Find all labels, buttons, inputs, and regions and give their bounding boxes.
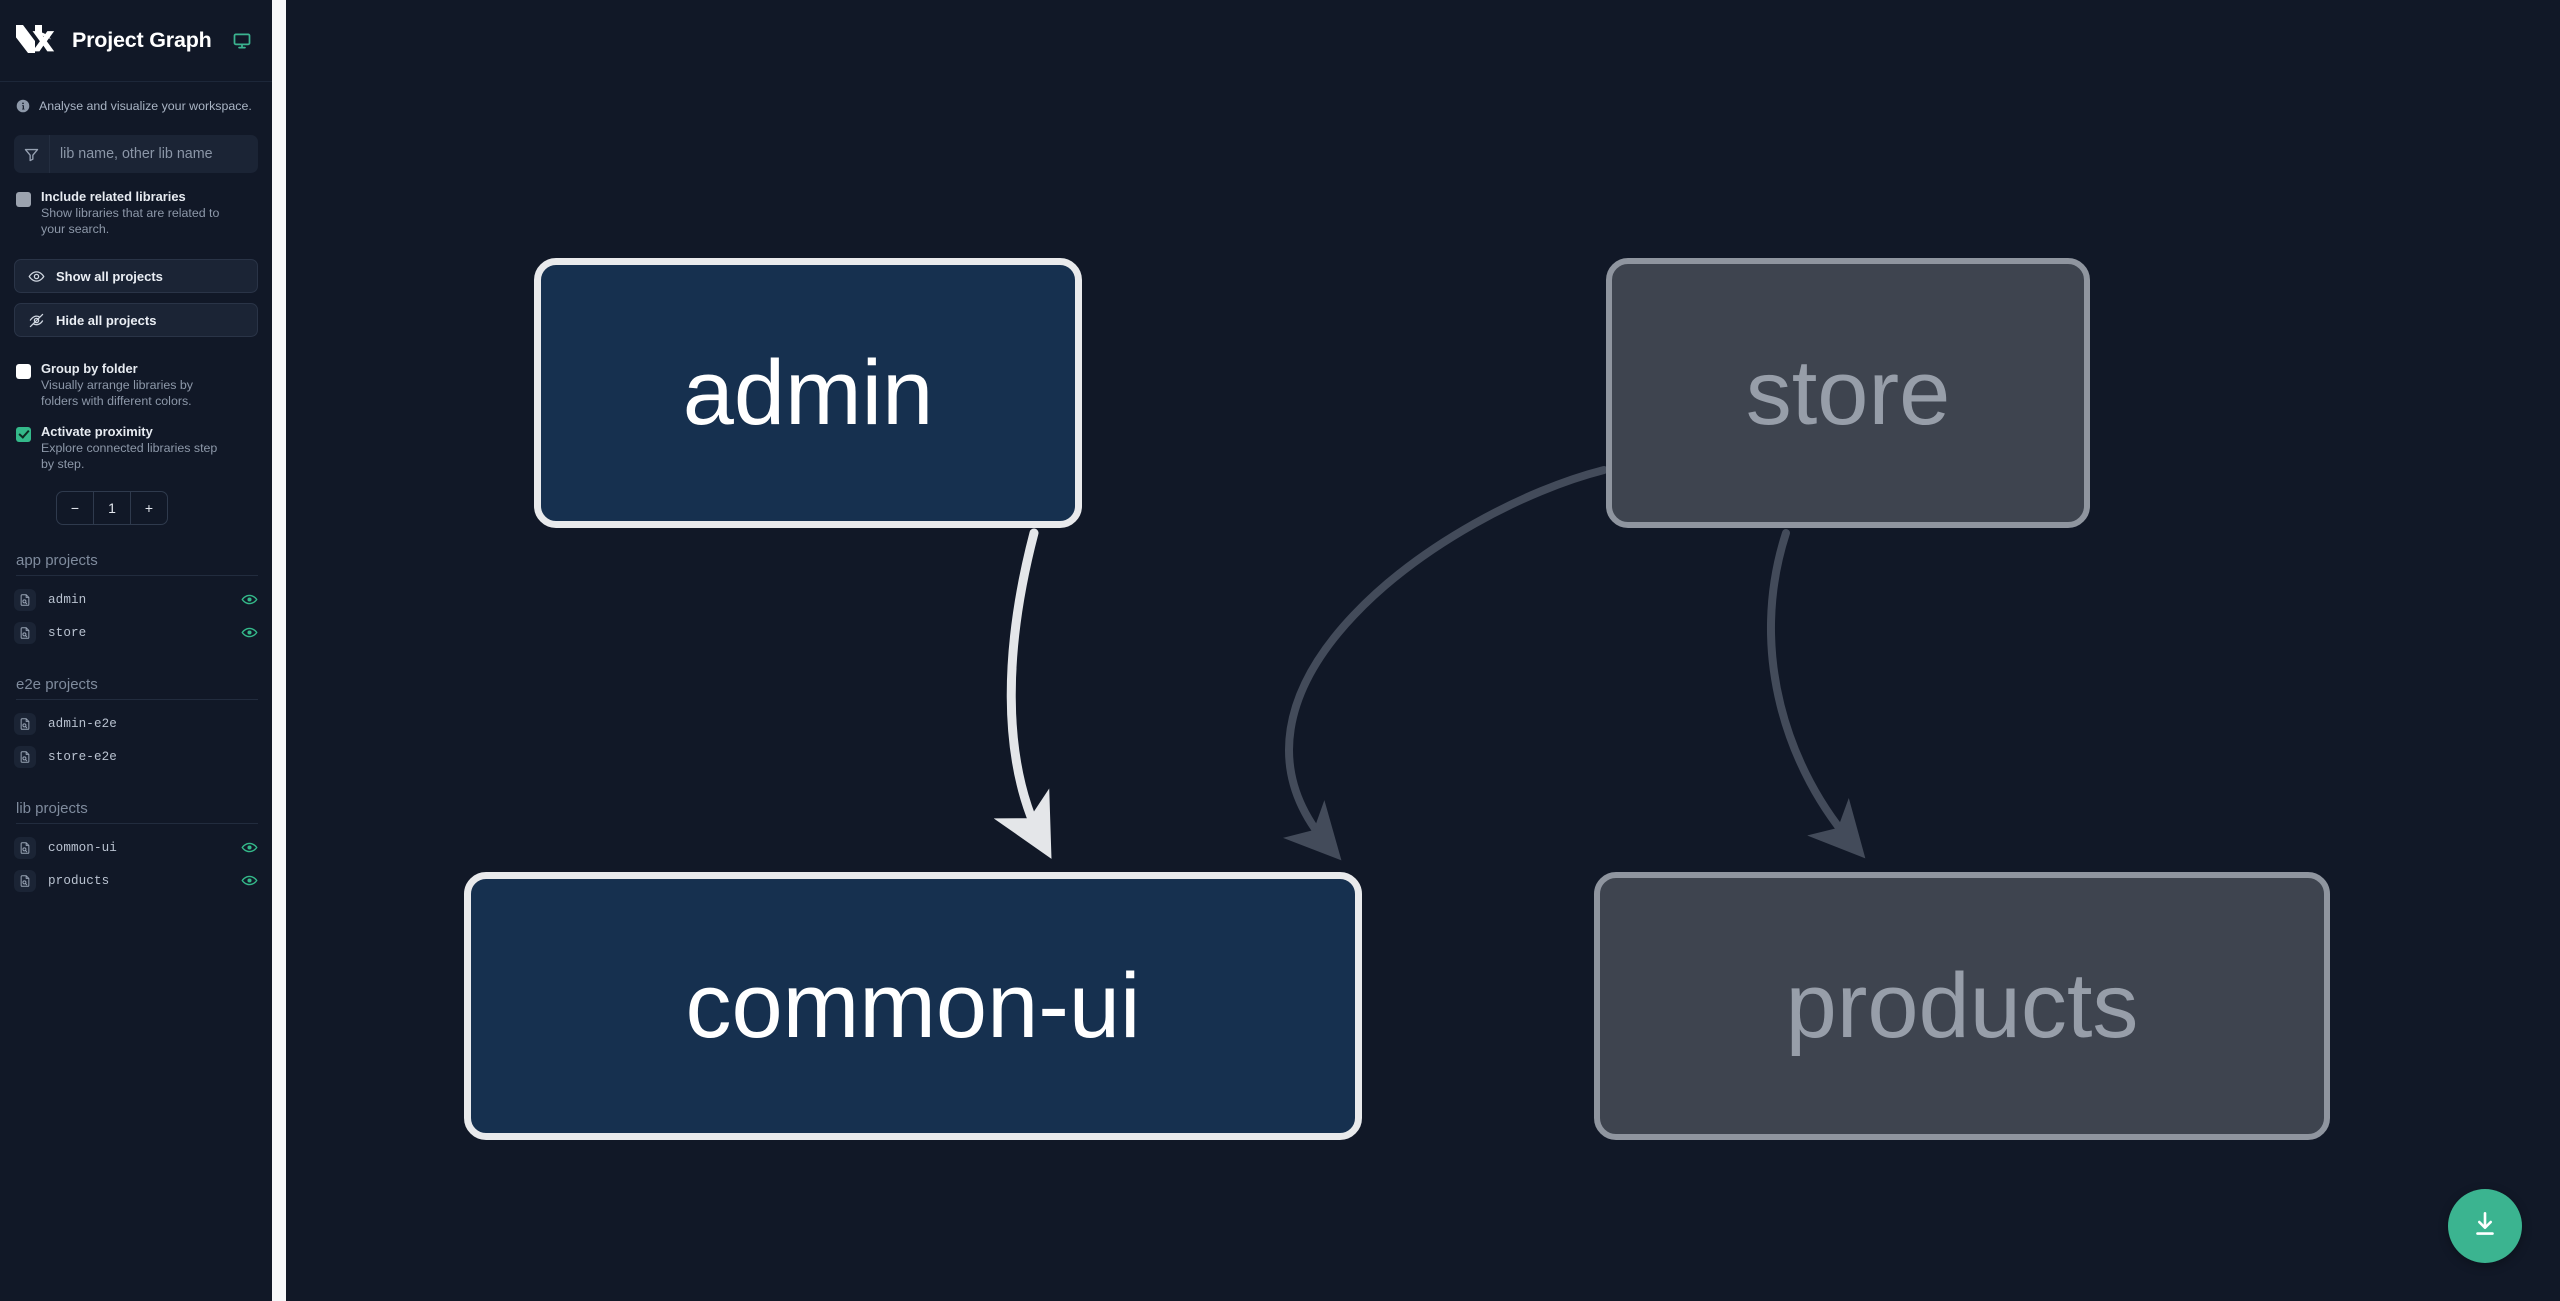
download-icon <box>2470 1209 2500 1244</box>
project-file-icon <box>14 588 36 611</box>
project-list-item[interactable]: admin-e2e <box>0 707 272 740</box>
option-include-related[interactable]: Include related libraries Show libraries… <box>0 189 272 237</box>
search-field[interactable] <box>14 135 258 173</box>
graph-node-products[interactable]: products <box>1594 872 2330 1140</box>
show-all-projects-button[interactable]: Show all projects <box>14 259 258 294</box>
search-input[interactable] <box>50 135 258 173</box>
eye-off-icon <box>28 312 45 329</box>
group-by-folder-checkbox[interactable] <box>16 364 31 380</box>
proximity-stepper[interactable]: − 1 + <box>56 491 168 526</box>
project-list-item-label: products <box>48 873 110 888</box>
project-file-icon <box>14 712 36 735</box>
proximity-value: 1 <box>93 492 131 525</box>
option-group-by-folder[interactable]: Group by folder Visually arrange librari… <box>0 361 272 409</box>
eye-icon[interactable] <box>241 872 258 889</box>
project-file-icon <box>14 869 36 892</box>
tagline-text: Analyse and visualize your workspace. <box>39 99 252 113</box>
include-related-checkbox[interactable] <box>16 192 31 207</box>
proximity-increment-button[interactable]: + <box>144 500 154 517</box>
project-file-icon <box>14 621 36 644</box>
download-graph-button[interactable] <box>2448 1189 2522 1263</box>
project-group-title: app projects <box>16 552 258 577</box>
graph-node-label: products <box>1785 955 2139 1057</box>
graph-node-label: admin <box>682 342 934 444</box>
graph-canvas[interactable]: admin store common-ui products <box>286 0 2560 1301</box>
project-group: lib projects common-ui products <box>0 800 272 897</box>
page-title: Project Graph <box>72 28 212 52</box>
project-list-item[interactable]: admin <box>0 583 272 616</box>
project-file-icon <box>14 836 36 859</box>
include-related-label: Include related libraries <box>41 189 186 204</box>
project-list-item-label: store-e2e <box>48 749 117 764</box>
graph-node-label: common-ui <box>685 955 1141 1057</box>
eye-icon <box>28 268 45 285</box>
edge-store-common-ui <box>1283 466 1608 861</box>
project-list-item-label: store <box>48 625 87 640</box>
sidebar-header: Project Graph <box>0 0 272 82</box>
project-list-item-label: common-ui <box>48 840 117 855</box>
info-icon <box>16 99 30 113</box>
project-group-title: e2e projects <box>16 676 258 701</box>
proximity-decrement-button[interactable]: − <box>70 500 80 517</box>
project-group-header: app projects <box>0 552 272 577</box>
graph-node-store[interactable]: store <box>1606 258 2090 528</box>
project-list-item[interactable]: common-ui <box>0 831 272 864</box>
project-list-item[interactable]: products <box>0 864 272 897</box>
sidebar-resize-handle[interactable] <box>272 0 286 1301</box>
project-list-item-label: admin-e2e <box>48 716 117 731</box>
activate-proximity-checkbox[interactable] <box>16 426 31 442</box>
activate-proximity-description: Explore connected libraries step by step… <box>41 440 218 471</box>
graph-node-common-ui[interactable]: common-ui <box>464 872 1362 1140</box>
project-group-header: lib projects <box>0 800 272 825</box>
eye-icon[interactable] <box>241 839 258 856</box>
eye-icon[interactable] <box>241 591 258 608</box>
project-groups: app projects admin store e2e projects ad… <box>0 552 272 897</box>
include-related-description: Show libraries that are related to your … <box>41 206 220 236</box>
project-file-icon <box>14 745 36 768</box>
tagline: Analyse and visualize your workspace. <box>0 82 272 113</box>
group-by-folder-label: Group by folder <box>41 361 138 377</box>
project-list-item-label: admin <box>48 592 87 607</box>
project-group-title: lib projects <box>16 800 258 825</box>
edge-store-products <box>1766 529 1866 859</box>
project-group-header: e2e projects <box>0 676 272 701</box>
hide-all-projects-button[interactable]: Hide all projects <box>14 303 258 338</box>
monitor-icon[interactable] <box>232 31 252 51</box>
project-list-item[interactable]: store <box>0 616 272 649</box>
filter-funnel-icon <box>14 135 50 173</box>
activate-proximity-label: Activate proximity <box>41 423 153 439</box>
group-by-folder-description: Visually arrange libraries by folders wi… <box>41 378 193 409</box>
graph-node-label: store <box>1745 342 1951 444</box>
hide-all-projects-label: Hide all projects <box>56 312 157 328</box>
project-list-item[interactable]: store-e2e <box>0 740 272 773</box>
project-group: e2e projects admin-e2e store-e2e <box>0 676 272 773</box>
edge-admin-common-ui <box>993 528 1052 859</box>
eye-icon[interactable] <box>241 624 258 641</box>
sidebar: Project Graph Analyse and visualize your… <box>0 0 272 1301</box>
nx-logo <box>14 21 60 61</box>
option-activate-proximity[interactable]: Activate proximity Explore connected lib… <box>0 424 272 472</box>
project-group: app projects admin store <box>0 552 272 649</box>
show-all-projects-label: Show all projects <box>56 268 163 284</box>
graph-node-admin[interactable]: admin <box>534 258 1082 528</box>
